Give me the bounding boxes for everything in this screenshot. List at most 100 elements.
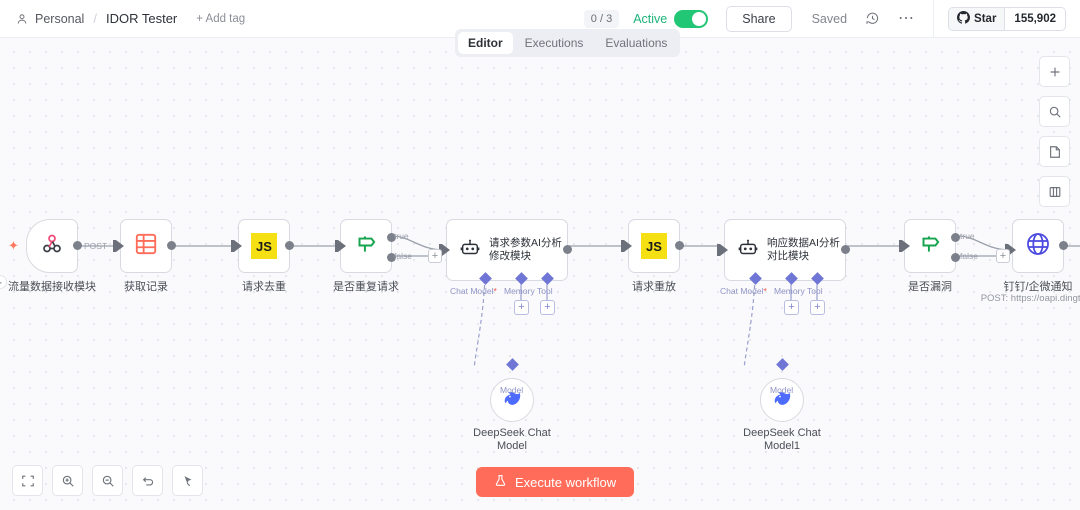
output-port-false[interactable] [951, 253, 960, 262]
input-bar [621, 240, 624, 252]
node-webhook[interactable]: 流量数据接收模块 [8, 219, 96, 293]
input-port [234, 240, 242, 252]
node-label: DeepSeek Chat Model [473, 427, 551, 452]
input-bar [231, 240, 234, 252]
node-if-duplicate[interactable]: 是否重复请求 [333, 219, 399, 293]
add-tag-button[interactable]: + Add tag [196, 12, 246, 25]
add-node-stub[interactable]: + [996, 249, 1010, 263]
output-port[interactable] [285, 241, 294, 250]
fit-view-button[interactable] [12, 465, 43, 496]
input-port [442, 244, 450, 256]
output-port[interactable] [675, 241, 684, 250]
github-star-count: 155,902 [1004, 7, 1065, 30]
node-label: 是否漏洞 [908, 281, 952, 293]
node-if-vulnerability[interactable]: 是否漏洞 [904, 219, 960, 293]
toggle-knob [692, 11, 707, 26]
robot-icon [737, 237, 759, 264]
toggle-panel-button[interactable] [1039, 176, 1070, 207]
node-agent-response-analysis[interactable]: 响应数据AI分析对比模块 [724, 219, 850, 281]
output-port-false[interactable] [387, 253, 396, 262]
github-star-left[interactable]: Star [949, 7, 1005, 30]
canvas-bottom-toolbar [12, 465, 203, 496]
output-port-true[interactable] [951, 233, 960, 242]
input-port [116, 240, 124, 252]
node-http-notification[interactable]: 钉钉/企微通知 POST: https://oapi.dingtalk. [981, 219, 1080, 304]
sub-label-memory: Memory [504, 286, 535, 296]
github-star-button[interactable]: Star 155,902 [948, 6, 1066, 31]
robot-icon [459, 237, 481, 264]
edge-label-false: false [960, 251, 978, 261]
input-port [1008, 244, 1016, 256]
node-agent-request-analysis[interactable]: 请求参数AI分析修改模块 [446, 219, 572, 281]
zoom-out-button[interactable] [92, 465, 123, 496]
trigger-bolt-icon: ✦ [8, 238, 19, 253]
node-code-replay[interactable]: JS 请求重放 [628, 219, 684, 293]
share-button[interactable]: Share [726, 5, 792, 32]
tab-editor[interactable]: Editor [458, 32, 513, 54]
header-divider [933, 0, 935, 38]
search-nodes-button[interactable] [1039, 96, 1070, 127]
output-port[interactable] [563, 245, 572, 254]
sub-label-tool: Tool [537, 286, 553, 296]
flask-icon [494, 474, 507, 490]
output-port[interactable] [841, 245, 850, 254]
output-port[interactable] [167, 241, 176, 250]
node-deepseek-chat-model[interactable]: DeepSeek Chat Model [473, 378, 551, 452]
js-icon: JS [641, 233, 667, 259]
add-node-stub[interactable]: + [428, 249, 442, 263]
node-label: 获取记录 [124, 281, 168, 293]
input-bar [717, 244, 720, 256]
active-toggle[interactable] [674, 9, 709, 28]
node-deepseek-chat-model-1[interactable]: DeepSeek Chat Model1 [743, 378, 821, 452]
node-label: 流量数据接收模块 [8, 281, 96, 293]
breadcrumb: Personal / IDOR Tester + Add tag [0, 11, 245, 26]
sub-connector-label-model: Model [770, 385, 794, 395]
add-node-button[interactable] [1039, 56, 1070, 87]
output-port[interactable] [73, 241, 82, 250]
node-title: 响应数据AI分析对比模块 [767, 237, 840, 262]
header-actions: 0 / 3 Active Share Saved ⋯ [583, 0, 1080, 38]
zoom-in-button[interactable] [52, 465, 83, 496]
edge-label-true: true [960, 231, 975, 241]
sub-label-chat-model: Chat Model* [720, 286, 767, 296]
sub-label-chat-model: Chat Model* [450, 286, 497, 296]
output-port[interactable] [1059, 241, 1068, 250]
tidy-up-button[interactable] [172, 465, 203, 496]
workflow-canvas[interactable]: ▸ ✦ 流量数据接收模块 POST [0, 38, 1080, 510]
workflow-name[interactable]: IDOR Tester [105, 11, 178, 26]
filter-icon [353, 231, 379, 262]
reset-zoom-button[interactable] [132, 465, 163, 496]
node-label: DeepSeek Chat Model1 [743, 427, 821, 452]
input-port [902, 240, 910, 252]
add-sticky-note-button[interactable] [1039, 136, 1070, 167]
node-title: 请求参数AI分析修改模块 [489, 237, 562, 262]
execute-workflow-button[interactable]: Execute workflow [476, 467, 635, 497]
active-label: Active [633, 11, 668, 26]
output-port-true[interactable] [387, 233, 396, 242]
input-bar [113, 240, 116, 252]
input-port [338, 240, 346, 252]
node-label: 钉钉/企微通知 [1003, 281, 1073, 293]
edge-label-true: true [394, 231, 409, 241]
tab-executions[interactable]: Executions [524, 36, 584, 50]
node-sheets[interactable]: 获取记录 [120, 219, 176, 293]
ellipsis-icon[interactable]: ⋯ [898, 9, 916, 27]
input-bar [899, 240, 902, 252]
sub-connector-label-model: Model [500, 385, 524, 395]
add-tool-button[interactable]: + [810, 300, 825, 315]
add-memory-button[interactable]: + [784, 300, 799, 315]
node-label: 请求重放 [632, 281, 676, 293]
execution-counter: 0 / 3 [583, 9, 620, 28]
add-memory-button[interactable]: + [514, 300, 529, 315]
add-tool-button[interactable]: + [540, 300, 555, 315]
node-code-dedupe[interactable]: JS 请求去重 [238, 219, 294, 293]
history-icon[interactable] [865, 11, 880, 26]
github-icon [957, 10, 971, 27]
execute-workflow-label: Execute workflow [515, 474, 617, 490]
tab-evaluations[interactable]: Evaluations [605, 36, 668, 50]
saved-status: Saved [811, 11, 848, 26]
canvas-right-toolbar [1039, 56, 1070, 207]
globe-icon [1024, 230, 1052, 263]
sub-label-memory: Memory [774, 286, 805, 296]
breadcrumb-workspace[interactable]: Personal [35, 11, 85, 26]
